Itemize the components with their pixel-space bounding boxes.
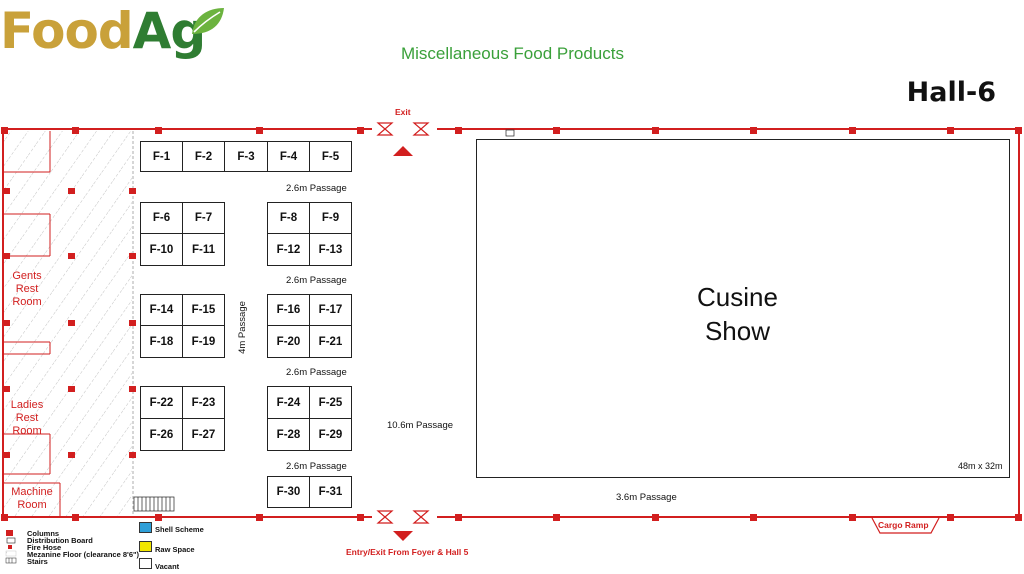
leaf-icon [192,8,224,34]
booth-f23[interactable]: F-23 [182,386,225,419]
booth-f11[interactable]: F-11 [182,233,225,266]
booth-f29[interactable]: F-29 [309,418,352,451]
booth-f15[interactable]: F-15 [182,294,225,326]
cuisine-show-title: Cusine Show [697,282,778,346]
booth-f20[interactable]: F-20 [267,325,310,358]
booth-f9[interactable]: F-9 [309,202,352,234]
booth-f19[interactable]: F-19 [182,325,225,358]
booth-f22[interactable]: F-22 [140,386,183,419]
ladies-rest-room: Ladies Rest Room [10,399,44,437]
machine-room: Machine Room [11,486,53,511]
booth-f24[interactable]: F-24 [267,386,310,419]
bottom-passage-label: 3.6m Passage [616,492,677,503]
booth-f14[interactable]: F-14 [140,294,183,326]
legend-mezzanine: Mezanine Floor (clearance 8'6") [27,550,140,559]
exit-label: Exit [395,107,411,117]
legend-icons [5,530,17,564]
vertical-passage-label: 4m Passage [236,301,248,354]
legend-fire-hose: Fire Hose [27,543,62,552]
passage-label-2: 2.6m Passage [286,275,347,286]
wide-passage-label: 10.6m Passage [387,420,454,431]
foodag-logo: FoodAg [0,0,224,70]
gents-rest-room: Gents Rest Room [12,270,42,308]
booth-f4[interactable]: F-4 [267,141,310,172]
legend-swatch-raw [139,541,152,552]
booth-f6[interactable]: F-6 [140,202,183,234]
hall-number: Hall-6 [906,77,996,108]
distribution-board [505,129,515,137]
hall-category-title: Miscellaneous Food Products [400,44,624,63]
booth-f16[interactable]: F-16 [267,294,310,326]
entry-door-bottom [376,510,430,524]
logo-text-food: Food [0,2,134,60]
booth-f26[interactable]: F-26 [140,418,183,451]
legend-shell-scheme: Shell Scheme [155,525,204,534]
booth-f2[interactable]: F-2 [182,141,225,172]
booth-f30[interactable]: F-30 [267,476,310,508]
cuisine-show-area[interactable] [476,139,1010,478]
booth-f1[interactable]: F-1 [140,141,183,172]
legend-vacant: Vacant [155,562,180,571]
entry-exit-label: Entry/Exit From Foyer & Hall 5 [346,547,469,557]
booth-f3[interactable]: F-3 [224,141,268,172]
booth-f17[interactable]: F-17 [309,294,352,326]
legend-swatch-shell [139,522,152,533]
booth-f21[interactable]: F-21 [309,325,352,358]
booth-f7[interactable]: F-7 [182,202,225,234]
passage-label-3: 2.6m Passage [286,367,347,378]
legend-stairs: Stairs [27,557,48,566]
booth-f5[interactable]: F-5 [309,141,352,172]
booth-f25[interactable]: F-25 [309,386,352,419]
legend-distribution-board: Distribution Board [27,536,93,545]
booth-f18[interactable]: F-18 [140,325,183,358]
entry-arrow-icon [393,531,413,541]
passage-label-1: 2.6m Passage [286,183,347,194]
columns [1,127,1022,521]
booth-f10[interactable]: F-10 [140,233,183,266]
legend-columns: Columns [27,529,60,538]
room-partitions [4,131,61,516]
booth-f8[interactable]: F-8 [267,202,310,234]
booth-f31[interactable]: F-31 [309,476,352,508]
cuisine-show-size: 48m x 32m [958,461,1003,471]
booth-f27[interactable]: F-27 [182,418,225,451]
passage-label-4: 2.6m Passage [286,461,347,472]
legend-swatch-vacant [139,558,152,569]
cargo-ramp [871,517,940,534]
booth-f13[interactable]: F-13 [309,233,352,266]
stairs [133,496,175,512]
booth-f12[interactable]: F-12 [267,233,310,266]
cargo-ramp-label: Cargo Ramp [878,520,929,530]
exit-arrow-icon [393,146,413,156]
legend-raw-space: Raw Space [155,545,195,554]
exit-door-top [376,122,430,136]
booth-f28[interactable]: F-28 [267,418,310,451]
